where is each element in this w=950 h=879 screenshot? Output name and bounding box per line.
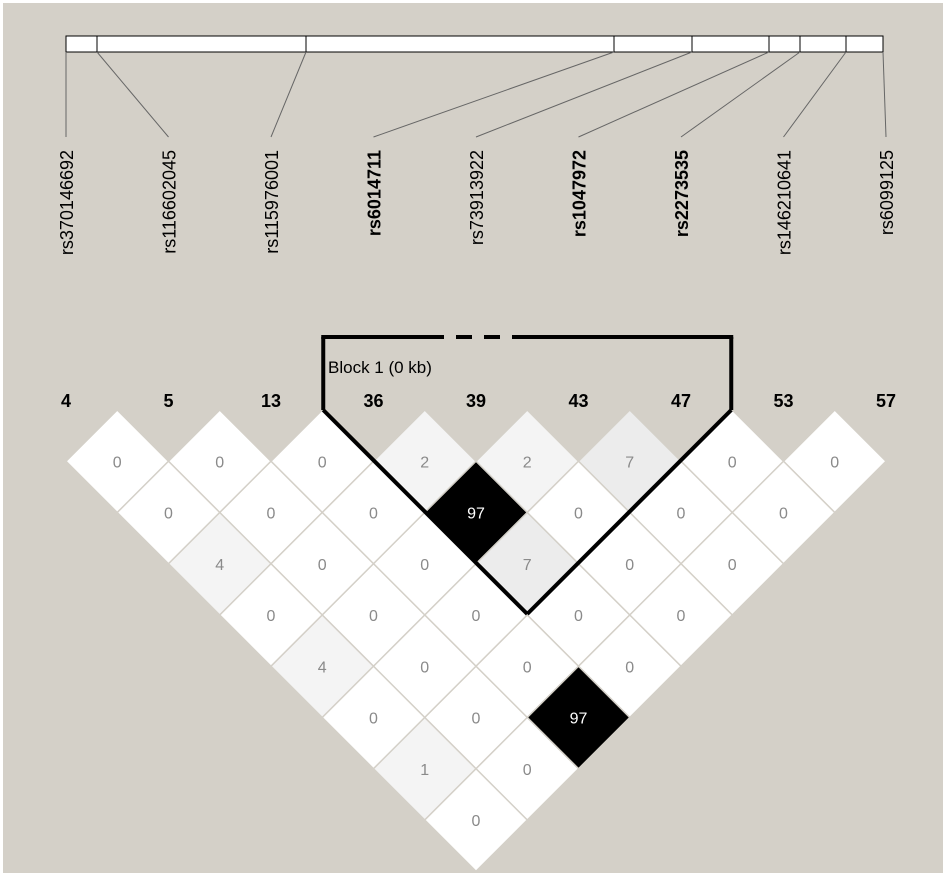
ld-value: 7 bbox=[523, 557, 532, 574]
track-bar bbox=[65, 35, 884, 53]
marker-connector bbox=[783, 51, 847, 138]
ld-value: 0 bbox=[215, 454, 224, 471]
ld-value: 0 bbox=[369, 711, 378, 728]
marker-connector bbox=[578, 51, 770, 138]
marker-connector bbox=[270, 51, 307, 138]
marker-name-label: rs73913922 bbox=[467, 150, 487, 245]
ld-value: 0 bbox=[830, 454, 839, 471]
ld-value: 0 bbox=[523, 762, 532, 779]
haplotype-block: Block 1 (0 kb) bbox=[321, 335, 734, 616]
marker-index-label: 4 bbox=[61, 391, 71, 411]
ld-value: 0 bbox=[677, 506, 686, 523]
ld-value: 0 bbox=[523, 659, 532, 676]
marker-name-label: rs146210641 bbox=[775, 150, 795, 255]
ld-value: 97 bbox=[467, 506, 485, 523]
marker-name-label: rs116602045 bbox=[160, 150, 180, 254]
marker-indices: 4 5 13 36 39 43 47 53 57 bbox=[61, 391, 896, 411]
marker-name-label: rs6014711 bbox=[365, 150, 385, 236]
marker-index-label: 5 bbox=[163, 391, 173, 411]
marker-name-label: rs115976001 bbox=[262, 150, 282, 254]
marker-name-label: rs370146692 bbox=[57, 150, 77, 255]
ld-value: 0 bbox=[369, 506, 378, 523]
marker-index-label: 57 bbox=[876, 391, 896, 411]
ld-value: 0 bbox=[779, 506, 788, 523]
ld-value: 0 bbox=[420, 659, 429, 676]
marker-connector bbox=[680, 51, 801, 138]
block-outline bbox=[321, 408, 529, 616]
ld-value: 0 bbox=[625, 557, 634, 574]
ld-value: 0 bbox=[472, 813, 481, 830]
ld-value: 7 bbox=[625, 454, 634, 471]
ld-cell bbox=[423, 767, 529, 873]
marker-index-label: 36 bbox=[363, 391, 383, 411]
ld-value: 0 bbox=[318, 557, 327, 574]
ld-value: 0 bbox=[728, 557, 737, 574]
block-label: Block 1 (0 kb) bbox=[328, 358, 432, 377]
ld-value: 0 bbox=[472, 608, 481, 625]
ld-value: 1 bbox=[420, 762, 429, 779]
ld-value: 0 bbox=[267, 608, 276, 625]
marker-index-label: 47 bbox=[671, 391, 691, 411]
marker-name-label: rs1047972 bbox=[570, 150, 590, 237]
ld-value: 2 bbox=[523, 454, 532, 471]
ld-value: 0 bbox=[267, 506, 276, 523]
marker-connector bbox=[475, 51, 693, 138]
ld-value: 0 bbox=[164, 506, 173, 523]
ld-value: 0 bbox=[625, 659, 634, 676]
marker-index-label: 53 bbox=[773, 391, 793, 411]
marker-index-label: 13 bbox=[261, 391, 281, 411]
ld-value: 0 bbox=[677, 608, 686, 625]
ld-value: 0 bbox=[472, 711, 481, 728]
ld-value: 0 bbox=[318, 454, 327, 471]
block-outline bbox=[525, 408, 733, 616]
ld-value: 97 bbox=[570, 711, 588, 728]
ld-value: 2 bbox=[420, 454, 429, 471]
marker-name-label: rs2273535 bbox=[672, 150, 692, 237]
ld-value: 4 bbox=[215, 557, 224, 574]
marker-index-label: 39 bbox=[466, 391, 486, 411]
ld-value: 0 bbox=[113, 454, 122, 471]
marker-connector bbox=[882, 51, 887, 138]
marker-connector bbox=[373, 51, 615, 138]
marker-labels: rs370146692 rs116602045 rs115976001 rs60147… bbox=[57, 150, 897, 255]
ld-value: 0 bbox=[574, 506, 583, 523]
marker-name-label: rs6099125 bbox=[877, 150, 897, 235]
marker-index-label: 43 bbox=[568, 391, 588, 411]
marker-connectors bbox=[65, 51, 887, 138]
ld-value: 0 bbox=[728, 454, 737, 471]
ld-matrix: 0 0 0 2 2 7 0 0 0 0 0 97 0 0 0 4 0 0 7 0 0 0 0 0 0 0 4 0 0 0 0 0 97 1 0 0 bbox=[64, 408, 888, 873]
ld-value: 0 bbox=[369, 608, 378, 625]
chromosome-track bbox=[65, 35, 884, 53]
ld-value: 0 bbox=[420, 557, 429, 574]
marker-connector bbox=[96, 51, 169, 138]
ld-value: 4 bbox=[318, 659, 327, 676]
ld-value: 0 bbox=[574, 608, 583, 625]
